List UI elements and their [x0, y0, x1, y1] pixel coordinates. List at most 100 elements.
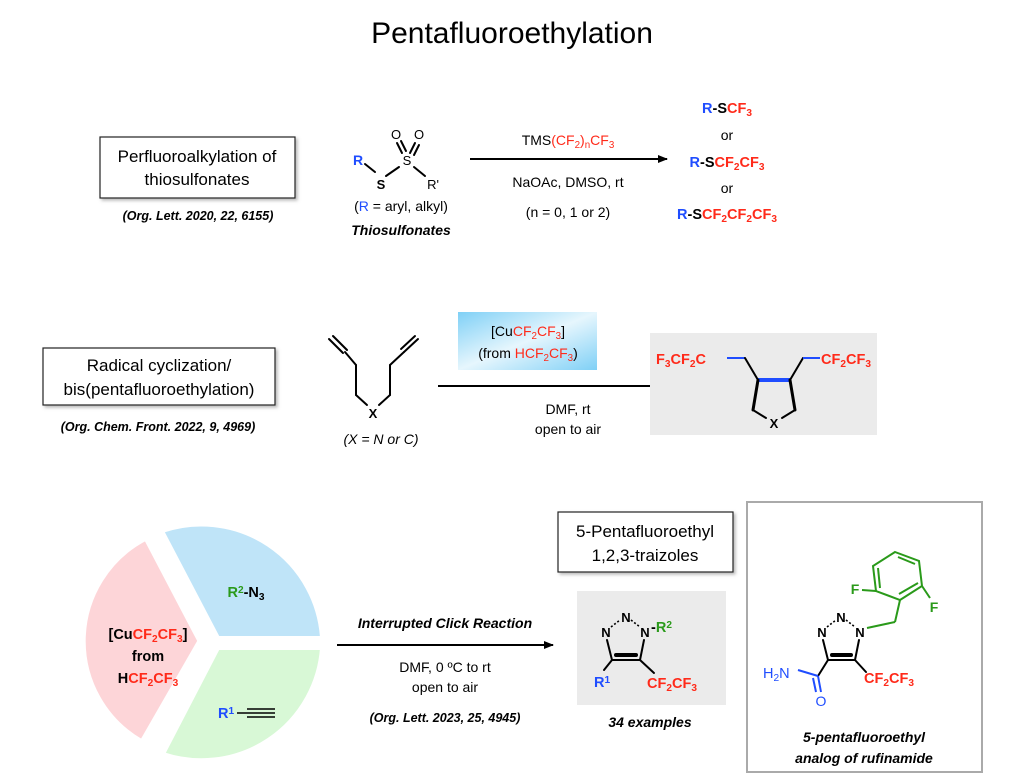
- citation: (Org. Lett. 2020, 22, 6155): [123, 209, 274, 223]
- formula-segment: 2: [746, 214, 752, 225]
- product-separator: or: [721, 180, 734, 196]
- method-label: Perfluoroalkylation of: [118, 147, 277, 166]
- atom-n: N: [817, 625, 826, 640]
- formula-segment: 3: [665, 359, 671, 370]
- formula-segment: ]: [561, 323, 565, 339]
- formula-segment: 1: [228, 706, 234, 717]
- formula-segment: 3: [556, 331, 562, 342]
- formula-segment: R: [702, 101, 713, 117]
- formula-segment: ): [580, 132, 585, 148]
- atom-o: O: [391, 127, 401, 142]
- product-class-box: [557, 511, 734, 573]
- formula-segment: CF: [821, 352, 840, 368]
- section-thiosulfonates: Perfluoroalkylation of thiosulfonates (O…: [99, 101, 777, 238]
- formula-segment: 1: [604, 675, 610, 686]
- product-box: [577, 591, 726, 705]
- atom-r: R: [353, 152, 363, 168]
- product-box: [650, 333, 877, 435]
- formula-segment: 2: [238, 585, 244, 596]
- cf2cf3-group: CF2CF3: [647, 676, 697, 694]
- product-separator: or: [721, 127, 734, 143]
- atom-n: N: [621, 610, 630, 625]
- cf-group-left: F3CF2C: [656, 352, 706, 370]
- product: R-SCF3: [702, 101, 752, 119]
- atom-o: O: [816, 693, 827, 709]
- application-box: [746, 501, 983, 773]
- formula-segment: 2: [690, 359, 696, 370]
- pie-slice-azide: [159, 522, 325, 640]
- page-title: Pentafluoroethylation: [371, 17, 653, 50]
- triazole-structure: N N N -R2 R1 CF2CF3: [594, 610, 697, 694]
- product-class-label: 1,2,3-traizoles: [592, 546, 699, 565]
- formula-segment: R: [690, 155, 701, 171]
- formula-segment: CF: [128, 671, 147, 687]
- copper-reagent: [CuCF2CF3]: [109, 627, 188, 645]
- reagent-pie: [CuCF2CF3] from HCF2CF3 R2-N3 R1: [80, 522, 325, 763]
- formula-segment: 2: [840, 359, 846, 370]
- formula-segment: (from: [478, 345, 515, 361]
- formula-segment: or: [721, 180, 734, 196]
- reaction-name: Interrupted Click Reaction: [358, 615, 532, 631]
- pie-slice-copper: [80, 534, 203, 746]
- substrate-note: (R = aryl, alkyl): [354, 198, 448, 214]
- atom-x: X: [770, 416, 779, 431]
- formula-segment: CF: [739, 155, 758, 171]
- formula-segment: from: [132, 649, 164, 665]
- formula-segment: CF: [133, 627, 152, 643]
- method-label: Radical cyclization/: [87, 356, 232, 375]
- conditions: NaOAc, DMSO, rt: [512, 174, 623, 190]
- formula-segment: 2: [883, 678, 889, 689]
- formula-segment: R: [594, 675, 605, 691]
- formula-segment: 2: [152, 634, 158, 645]
- azide-reagent: R2-N3: [227, 585, 264, 603]
- formula-segment: 3: [568, 353, 574, 364]
- formula-segment: 2: [721, 214, 727, 225]
- conditions: (n = 0, 1 or 2): [526, 204, 610, 220]
- formula-segment: 3: [177, 634, 183, 645]
- formula-segment: R: [227, 585, 238, 601]
- formula-segment: CF: [727, 207, 746, 223]
- conditions: open to air: [535, 421, 601, 437]
- analog-caption: analog of rufinamide: [795, 750, 933, 766]
- formula-segment: C: [695, 352, 706, 368]
- formula-segment: H: [118, 671, 128, 687]
- formula-segment: R: [359, 198, 369, 214]
- product: R-SCF2CF3: [690, 155, 765, 173]
- formula-segment: CF: [715, 155, 734, 171]
- formula-segment: 2: [575, 140, 580, 151]
- method-label: bis(pentafluoroethylation): [64, 380, 255, 399]
- reagent-box: [458, 312, 597, 370]
- formula-segment: 3: [771, 214, 777, 225]
- formula-segment: CF: [537, 323, 556, 339]
- reagent-source: (from HCF2CF3): [478, 345, 578, 364]
- conditions: DMF, 0 ºC to rt: [399, 659, 491, 675]
- formula-segment: CF: [702, 207, 721, 223]
- formula-segment: CF: [671, 352, 690, 368]
- pie-slice-alkyne: [160, 646, 325, 763]
- formula-segment: CF: [549, 345, 568, 361]
- r2-substituent: -R2: [651, 620, 672, 636]
- formula-segment: 3: [259, 592, 265, 603]
- formula-segment: 2: [666, 683, 672, 694]
- formula-segment: CF: [672, 676, 691, 692]
- formula-segment: 2: [148, 678, 154, 689]
- atom-f: F: [851, 581, 860, 597]
- formula-segment: CF: [590, 132, 609, 148]
- copper-reagent: HCF2CF3: [118, 671, 179, 689]
- examples-count: 34 examples: [608, 714, 691, 730]
- reagent: TMS(CF2)nCF3: [522, 132, 615, 151]
- formula-segment: 2: [734, 162, 740, 173]
- formula-segment: 3: [759, 162, 765, 173]
- formula-segment: ): [573, 345, 578, 361]
- copper-reagent: from: [132, 649, 164, 665]
- atom-r-prime: R': [427, 177, 439, 192]
- formula-segment: -N: [244, 585, 259, 601]
- formula-segment: 3: [691, 683, 697, 694]
- conditions: open to air: [412, 679, 478, 695]
- citation: (Org. Lett. 2023, 25, 4945): [370, 711, 521, 725]
- formula-segment: -S: [713, 101, 728, 117]
- formula-segment: H: [763, 666, 773, 682]
- product: R-SCF2CF2CF3: [677, 207, 777, 225]
- method-box: [42, 347, 276, 406]
- atom-f: F: [930, 599, 939, 615]
